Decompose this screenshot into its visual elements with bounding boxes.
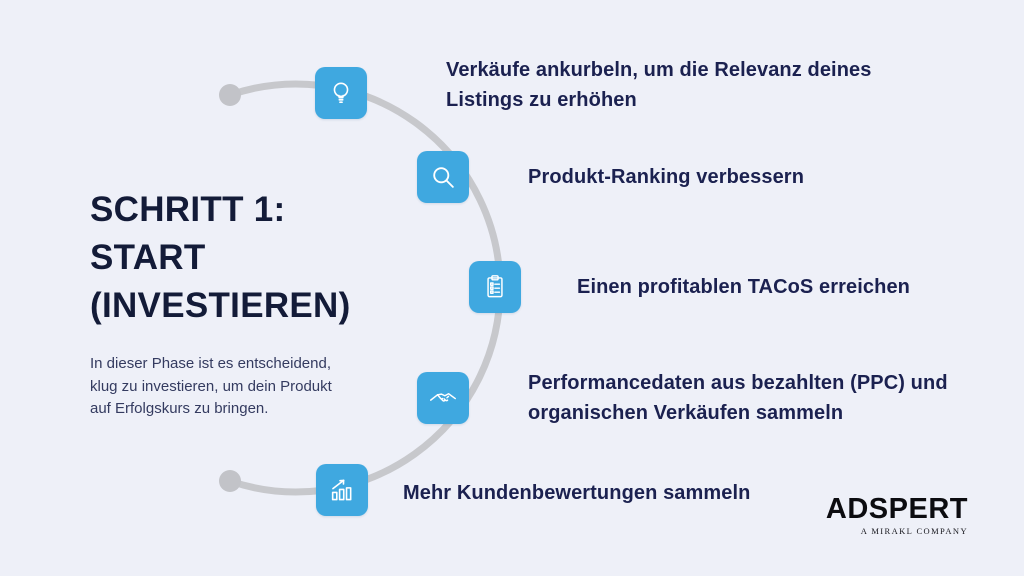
checklist-icon — [487, 275, 503, 298]
step-3-label: Einen profitablen TACoS erreichen — [577, 276, 910, 298]
step-1-label: Verkäufe ankurbeln, um die Relevanz dein… — [446, 59, 872, 111]
page-title-line-1: SCHRITT 1: — [90, 190, 286, 229]
bar-chart-icon — [331, 479, 352, 501]
step-5-label: Mehr Kundenbewertungen sammeln — [403, 482, 751, 504]
page-title: SCHRITT 1: START (INVESTIEREN) — [90, 186, 420, 330]
adspert-logo: ADSPERT A MIRAKL COMPANY — [826, 494, 968, 536]
lightbulb-icon — [333, 82, 349, 103]
intro-paragraph: In dieser Phase ist es entscheidend, klu… — [90, 355, 332, 417]
step-4-label: Performancedaten aus bezahlten (PPC) und… — [528, 372, 948, 424]
page-title-line-3: (INVESTIEREN) — [90, 286, 351, 325]
handshake-icon — [430, 393, 456, 402]
adspert-logo-tagline: A MIRAKL COMPANY — [860, 526, 968, 536]
search-icon — [433, 167, 454, 188]
page-title-line-2: START — [90, 238, 206, 277]
step-2-icon-box — [417, 151, 469, 203]
step-1-icon-box — [315, 67, 367, 119]
step-3-icon-box — [469, 261, 521, 313]
step-2-label: Produkt-Ranking verbessern — [528, 166, 805, 188]
step-5-icon-box — [316, 464, 368, 516]
timeline-start-dot — [219, 84, 241, 106]
timeline-end-dot — [219, 470, 241, 492]
step-4-icon-box — [417, 372, 469, 424]
adspert-logo-wordmark: ADSPERT — [825, 493, 968, 525]
